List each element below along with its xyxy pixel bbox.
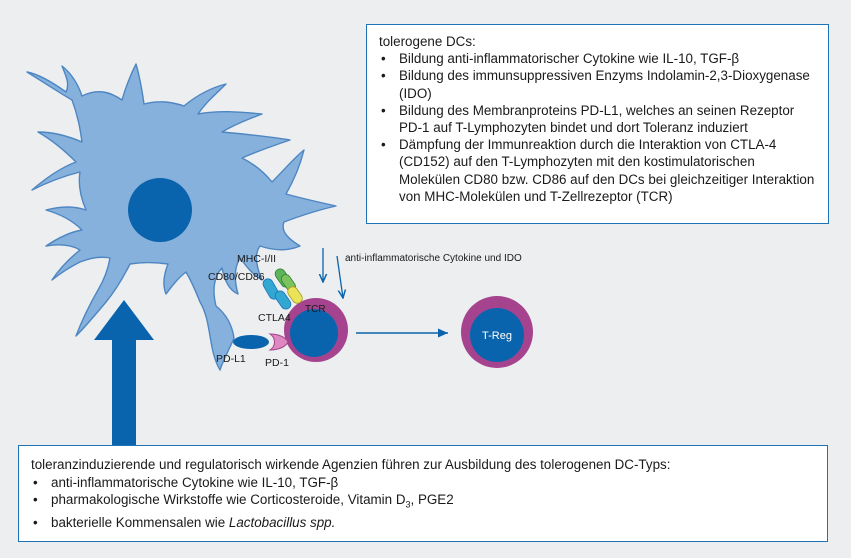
pd-l1-molecule	[233, 335, 269, 349]
label-pd-1: PD-1	[265, 357, 289, 369]
list-item: Bildung des Membranproteins PD-L1, welch…	[379, 102, 818, 136]
agents-arrow	[94, 300, 154, 446]
list-item: bakterielle Kommensalen wie Lactobacillu…	[31, 514, 817, 532]
agents-item3-text: bakterielle Kommensalen wie	[51, 515, 229, 531]
list-item: Bildung des immunsuppressiven Enzyms Ind…	[379, 67, 818, 101]
label-pd-l1: PD-L1	[216, 353, 246, 365]
label-mhc: MHC-I/II	[237, 253, 276, 265]
list-item: anti-inflammatorische Cytokine wie IL-10…	[31, 474, 817, 492]
list-item: Dämpfung der Immunreaktion durch die Int…	[379, 136, 818, 205]
tolerogenic-dc-info-box: tolerogene DCs: Bildung anti-inflammator…	[366, 24, 829, 224]
t-cell-nucleus	[290, 309, 338, 357]
tolerogenic-dc-list: Bildung anti-inflammatorischer Cytokine …	[379, 50, 818, 205]
agents-list: anti-inflammatorische Cytokine wie IL-10…	[31, 474, 817, 532]
pd-1-molecule	[268, 333, 289, 351]
label-treg: T-Reg	[482, 330, 512, 342]
label-cd80-cd86: CD80/CD86	[208, 271, 265, 283]
ctla4-molecule	[274, 290, 292, 310]
tcr-molecule	[287, 286, 303, 304]
list-item: pharmakologische Wirkstoffe wie Corticos…	[31, 491, 817, 514]
agents-item2-text: pharmakologische Wirkstoffe wie Corticos…	[51, 492, 406, 508]
label-cytokines-ido: anti-inflammatorische Cytokine und IDO	[345, 253, 522, 264]
cytokine-arrow-2	[336, 255, 343, 298]
agents-item3-italic: Lactobacillus spp.	[228, 515, 336, 531]
agents-item2-suffix: , PGE2	[410, 492, 454, 508]
agents-item2-subscript: 3	[405, 499, 411, 510]
agents-info-box: toleranzinduzierende und regulatorisch w…	[18, 445, 828, 542]
label-tcr: TCR	[305, 304, 326, 315]
dc-nucleus	[128, 178, 192, 242]
treg-nucleus	[470, 308, 524, 362]
list-item: Bildung anti-inflammatorischer Cytokine …	[379, 50, 818, 67]
tolerogenic-dc-heading: tolerogene DCs:	[379, 34, 476, 49]
agents-heading: toleranzinduzierende und regulatorisch w…	[31, 457, 671, 472]
label-ctla4: CTLA4	[258, 312, 291, 324]
